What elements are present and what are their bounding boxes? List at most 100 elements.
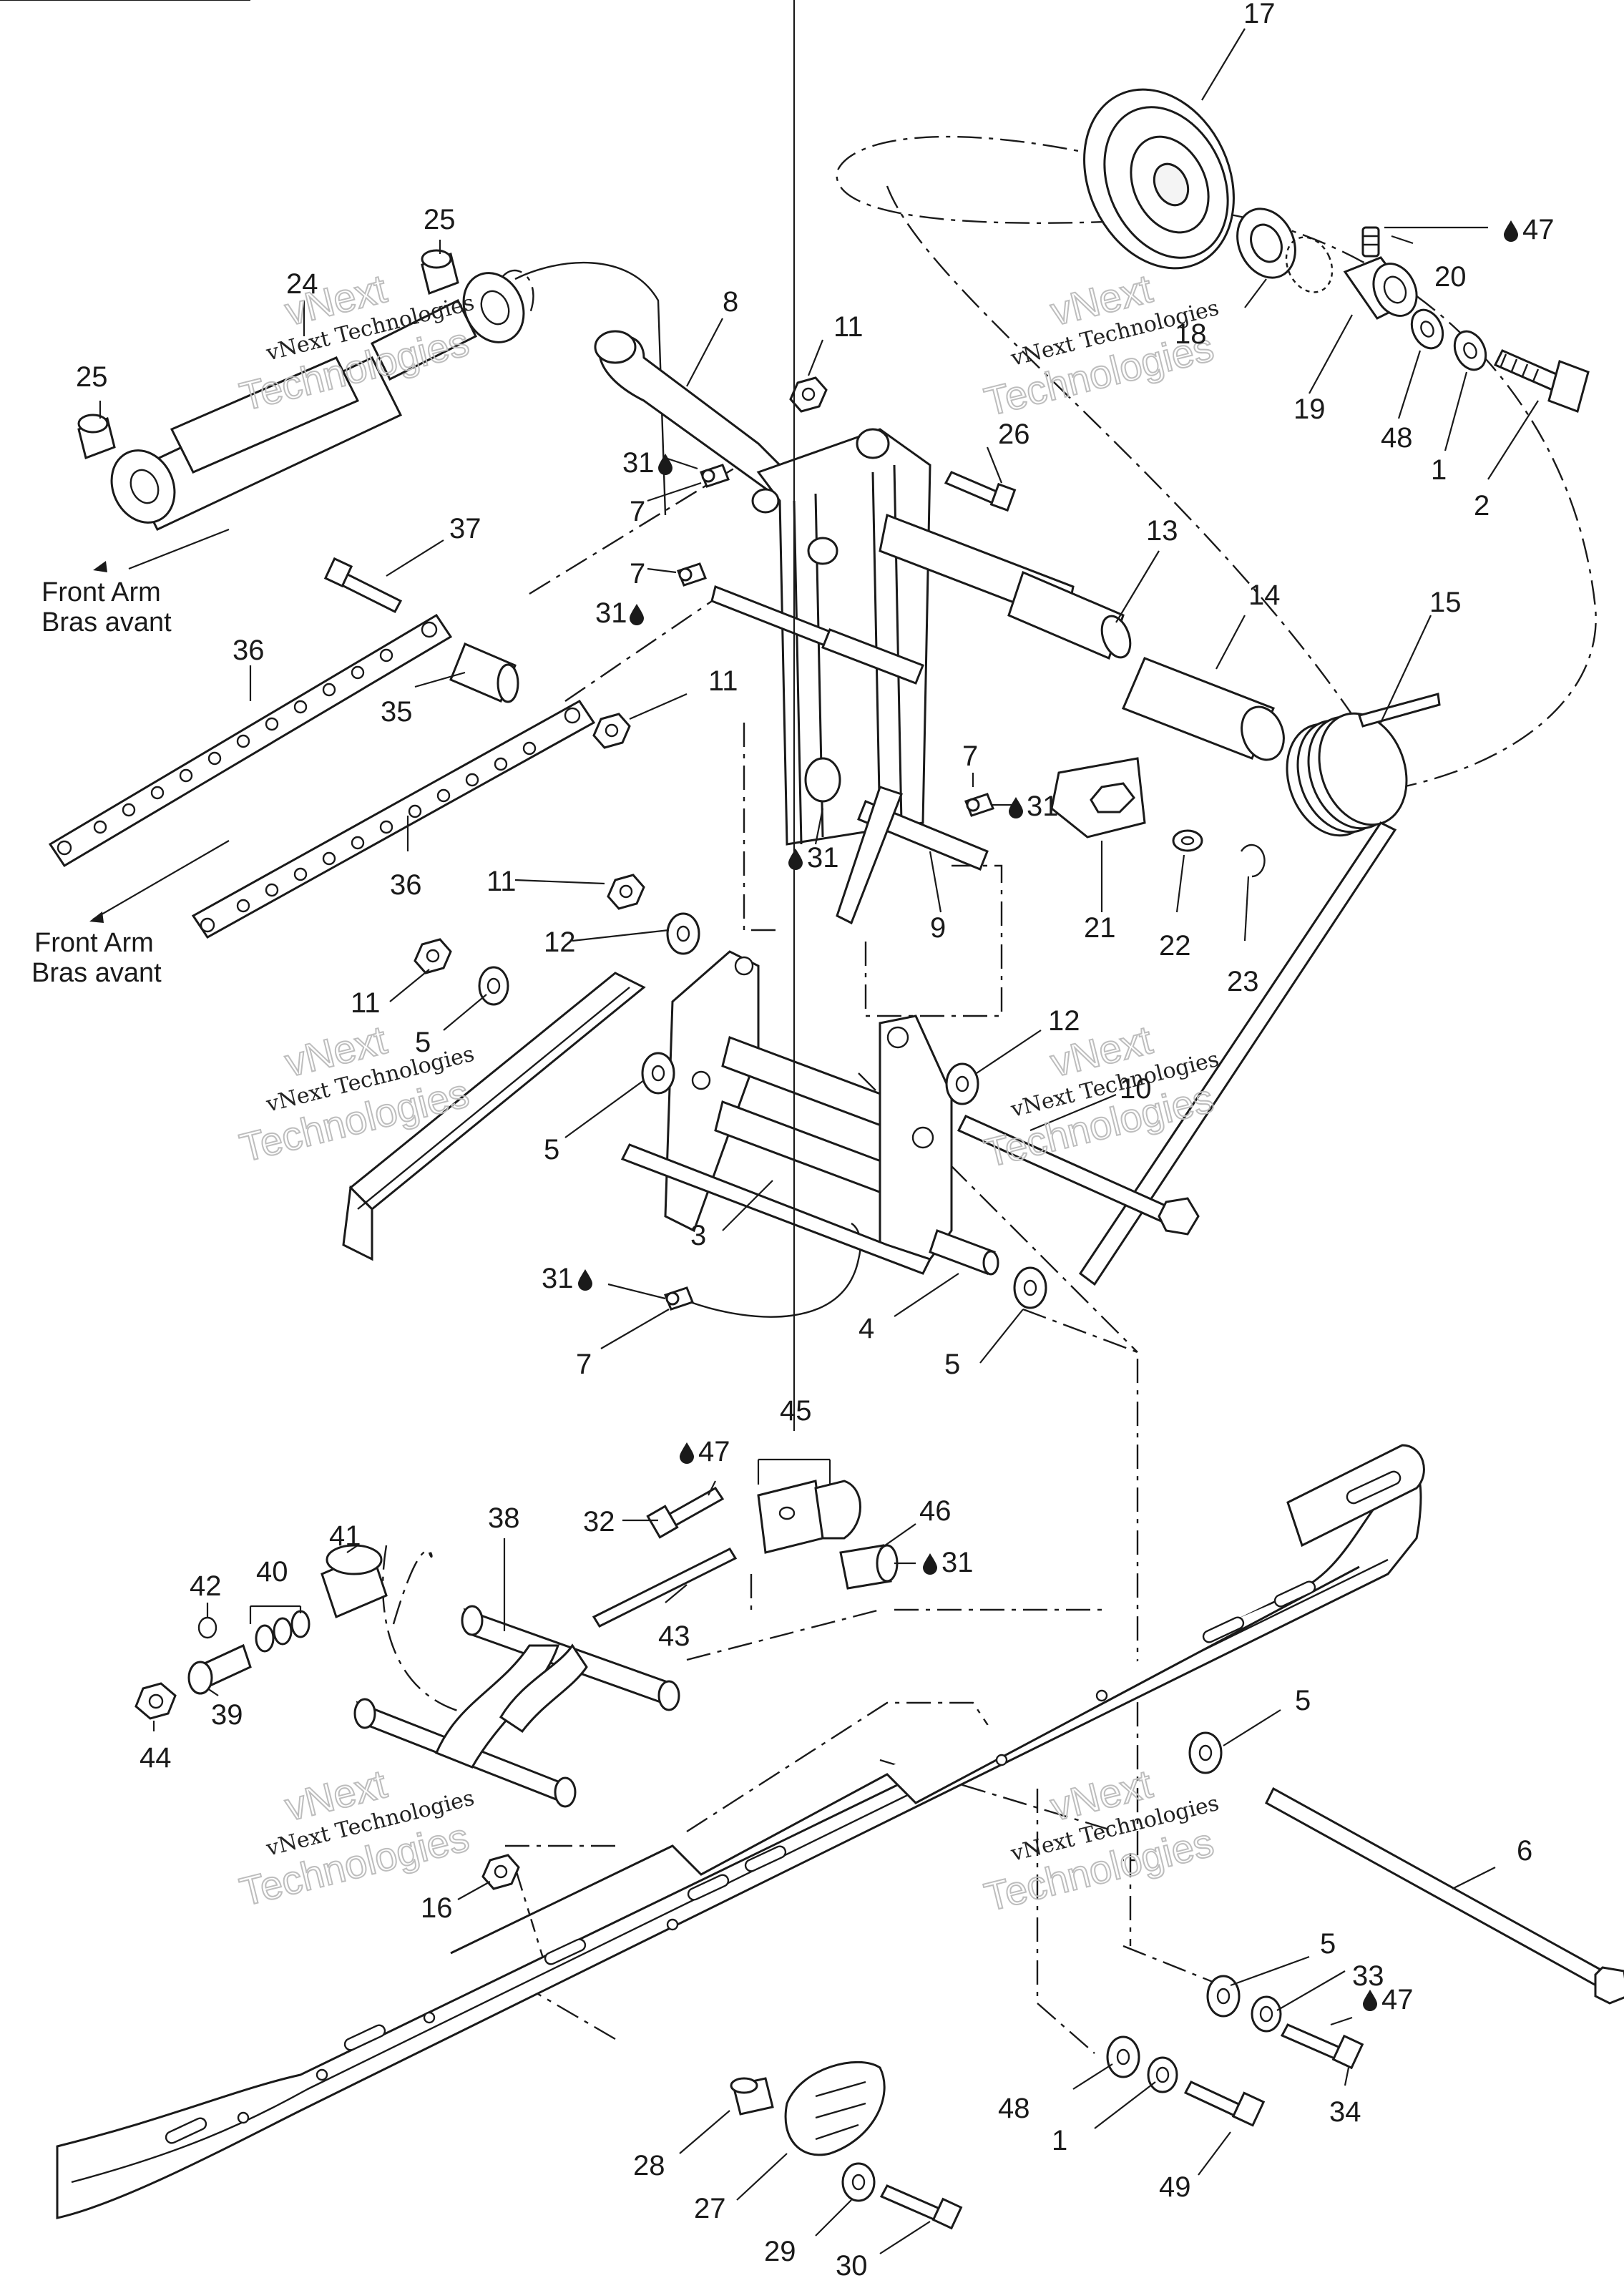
- nut-16: [481, 1854, 520, 1890]
- lock-washer-33: [1251, 1995, 1282, 2033]
- callout-35: 35: [381, 696, 413, 728]
- callout-4: 4: [859, 1313, 874, 1344]
- seals-40: [255, 1610, 310, 1653]
- oil-drop-icon: [1504, 220, 1518, 242]
- spacer-19: [1343, 256, 1418, 320]
- cam-21: [1050, 757, 1146, 839]
- washer-48-bottom: [1106, 2035, 1140, 2078]
- callout-10: 10: [1120, 1073, 1152, 1105]
- watermark-6: vNext vNext Technologies Technologies: [979, 1760, 1221, 1920]
- bolt-26: [944, 471, 1017, 512]
- adjust-link-36-upper: [48, 613, 453, 868]
- callout-38: 38: [488, 1502, 520, 1534]
- washer-5-d: [1188, 1731, 1223, 1774]
- callout-33: 33: [1352, 1960, 1384, 1992]
- callout-42: 42: [190, 1570, 222, 1602]
- callout-17: 17: [1243, 0, 1276, 29]
- callout-6: 6: [1517, 1835, 1532, 1867]
- nut-11-top: [789, 376, 828, 413]
- bolt-34: [1280, 2023, 1364, 2070]
- callout-11: 11: [486, 866, 517, 897]
- washer-5-c: [1013, 1266, 1047, 1309]
- slide-rail-mount: [342, 972, 646, 1261]
- mount-bracket-3: [620, 950, 953, 1275]
- shaft-13: [1007, 570, 1132, 660]
- clamp-45: [757, 1480, 861, 1554]
- torsion-spring-15: [1078, 693, 1441, 1286]
- callout-31: 31: [941, 1547, 974, 1578]
- center-arm-assembly: [710, 428, 1122, 846]
- callout-25: 25: [424, 204, 456, 235]
- callout-19: 19: [1293, 393, 1326, 425]
- callout-28: 28: [633, 2150, 665, 2181]
- callout-5: 5: [415, 1027, 431, 1058]
- grease-fitting-7-b: [677, 562, 707, 587]
- circlip-23: [1240, 844, 1266, 878]
- oil-drop-icon: [923, 1553, 937, 1575]
- oil-drop-icon: [630, 604, 644, 625]
- callout-31: 31: [1027, 791, 1059, 822]
- callout-12: 12: [544, 927, 576, 958]
- callout-36: 36: [233, 635, 265, 666]
- bolt-32: [646, 1487, 725, 1539]
- washer-12-a: [666, 912, 700, 955]
- bolt-10: [957, 1115, 1200, 1236]
- callout-21: 21: [1084, 912, 1116, 944]
- callout-15: 15: [1429, 587, 1462, 618]
- callout-1: 1: [1052, 2125, 1067, 2156]
- callout-26: 26: [998, 419, 1030, 450]
- nut-11-left: [414, 938, 452, 974]
- callouts: 17 25 24 25 8 11 18 20 47 19 48 1 2 26 3…: [76, 0, 1555, 2278]
- oil-drop-icon: [658, 454, 672, 475]
- callout-11: 11: [351, 987, 381, 1019]
- callout-2: 2: [1474, 490, 1490, 522]
- callout-9: 9: [930, 912, 946, 944]
- callout-5: 5: [944, 1349, 960, 1380]
- bolt-2: [1493, 349, 1590, 413]
- watermark-1: vNext vNext Technologies Technologies: [235, 265, 476, 420]
- callout-12: 12: [1048, 1005, 1080, 1037]
- slide-rail: [56, 1444, 1425, 2219]
- callout-39: 39: [211, 1699, 243, 1731]
- set-screw-20: [1361, 226, 1380, 258]
- callout-16: 16: [421, 1892, 453, 1924]
- callout-14: 14: [1248, 580, 1281, 611]
- oil-drop-icon: [578, 1269, 592, 1291]
- callout-24: 24: [286, 268, 318, 300]
- stud-43: [592, 1548, 738, 1628]
- callout-5: 5: [1320, 1928, 1336, 1960]
- callout-31: 31: [622, 447, 655, 479]
- callout-3: 3: [690, 1220, 706, 1251]
- callout-47: 47: [698, 1436, 730, 1467]
- bushing-28: [730, 2077, 774, 2116]
- front-arm-note-2-fr: Bras avant: [31, 958, 162, 988]
- callout-30: 30: [836, 2250, 868, 2278]
- callout-41: 41: [329, 1520, 361, 1552]
- callout-31: 31: [595, 597, 627, 629]
- callout-7: 7: [630, 558, 645, 590]
- watermark-5: vNext vNext Technologies Technologies: [235, 1760, 476, 1915]
- callout-43: 43: [658, 1620, 690, 1652]
- callout-11: 11: [833, 311, 864, 343]
- callout-37: 37: [449, 513, 481, 544]
- callout-1: 1: [1431, 454, 1447, 486]
- washer-5-a: [478, 966, 509, 1006]
- shock-absorber-24: [110, 272, 525, 531]
- callout-32: 32: [583, 1506, 615, 1538]
- callout-5: 5: [544, 1134, 559, 1165]
- front-arm-note-1-fr: Bras avant: [41, 607, 172, 637]
- callout-31: 31: [807, 842, 839, 874]
- pin-9: [804, 757, 989, 925]
- oil-drop-icon: [1009, 797, 1023, 818]
- nut-11-mid: [607, 874, 645, 910]
- grease-fitting-7-a: [700, 464, 730, 488]
- callout-22: 22: [1159, 930, 1191, 962]
- callout-7: 7: [576, 1349, 592, 1380]
- callout-47: 47: [1522, 214, 1555, 245]
- bolt-37: [323, 557, 403, 613]
- oil-drop-icon: [680, 1442, 694, 1464]
- oil-drop-icon: [788, 849, 803, 870]
- callout-20: 20: [1434, 261, 1467, 293]
- callout-48: 48: [998, 2093, 1030, 2124]
